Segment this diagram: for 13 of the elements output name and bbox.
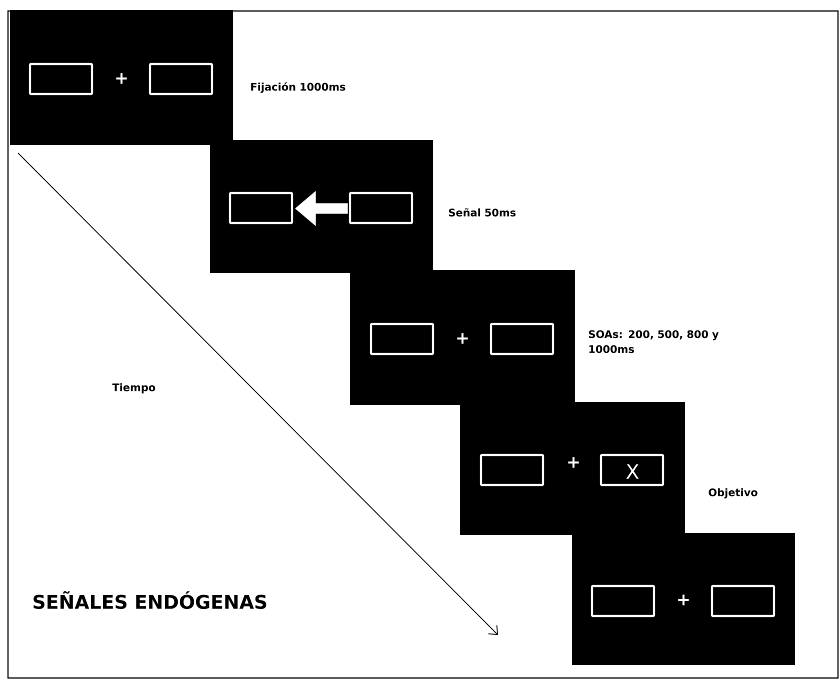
node-label: + — [678, 594, 689, 606]
step-label: Objetivo — [708, 488, 758, 498]
step-label: SOAs: 200, 500, 800 y 1000ms — [588, 330, 719, 354]
node-label: + — [457, 333, 468, 344]
screen: + — [572, 533, 795, 665]
heading: SEÑALES ENDÓGENAS — [34, 591, 266, 610]
time-label: Tiempo — [112, 383, 156, 394]
step-label: Fijación 1000ms — [251, 82, 346, 93]
target-frame: X — [600, 454, 664, 486]
step-label: Señal 50ms — [448, 208, 516, 216]
screen: + — [350, 270, 575, 405]
node-label: + — [568, 457, 579, 468]
screen: + — [10, 10, 233, 145]
